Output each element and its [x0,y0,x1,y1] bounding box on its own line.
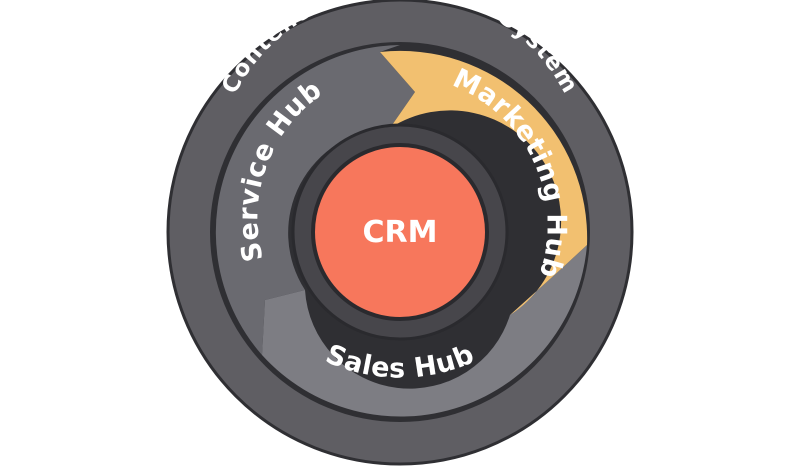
service-hub-segment [215,45,415,355]
crm-core [311,143,489,321]
marketing-hub-segment [380,50,588,315]
crm-label: CRM [363,215,438,250]
sales-hub-segment [262,245,587,417]
